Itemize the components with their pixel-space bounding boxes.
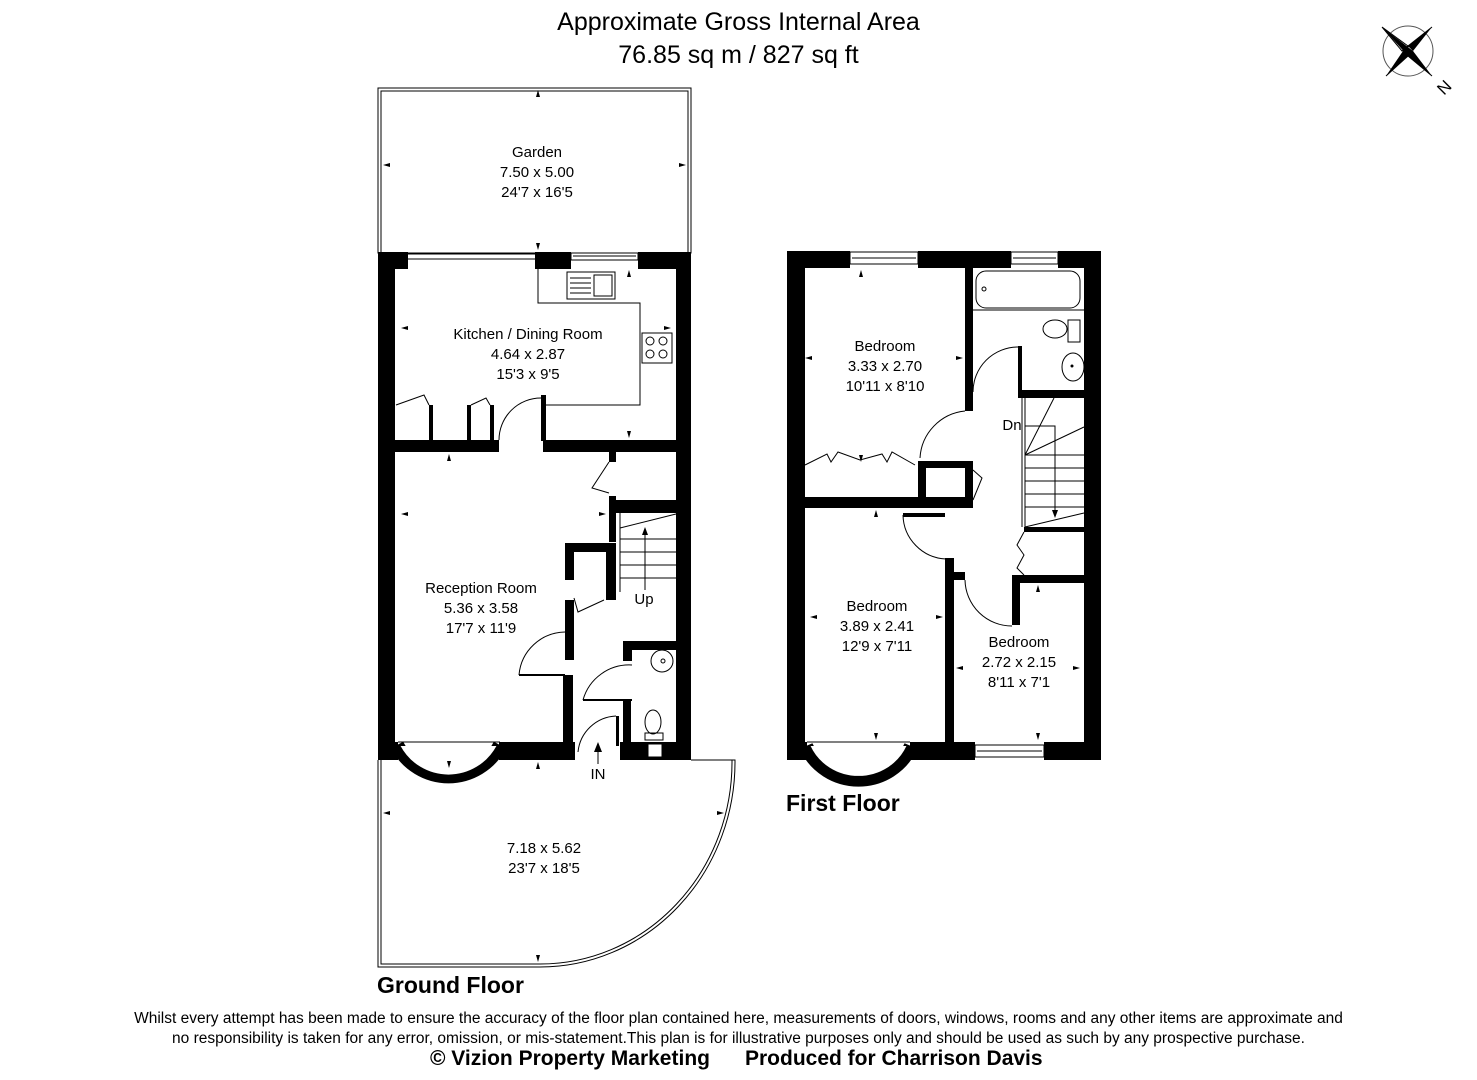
produced-for-credit: Produced for Charrison Davis [745,1047,1043,1070]
room-imperial: 24'7 x 16'5 [501,184,573,201]
first-floor-plan [787,251,1101,787]
room-name: Kitchen / Dining Room [453,326,603,343]
room-name: Bedroom [988,634,1050,651]
room-imperial: 23'7 x 18'5 [508,860,580,877]
room-label-front-garden: 7.18 x 5.62 23'7 x 18'5 [507,839,581,879]
room-imperial: 10'11 x 8'10 [845,378,925,395]
room-label-bedroom-1: Bedroom 3.33 x 2.70 10'11 x 8'10 [846,337,925,397]
room-imperial: 15'3 x 9'5 [496,366,560,383]
stairs-up-label: Up [634,591,654,608]
room-metric: 4.64 x 2.87 [490,346,566,363]
room-imperial: 8'11 x 7'1 [987,674,1051,691]
room-metric: 7.50 x 5.00 [499,164,575,181]
room-metric: 5.36 x 3.58 [443,600,519,617]
copyright-credit: © Vizion Property Marketing [430,1047,710,1070]
room-imperial: 12'9 x 7'11 [841,638,913,655]
room-imperial: 17'7 x 11'9 [445,620,517,637]
disclaimer-line-2: no responsibility is taken for any error… [172,1030,1305,1047]
north-compass-icon: N [1381,25,1456,99]
room-name: Reception Room [425,580,537,597]
room-name: Bedroom [854,338,916,355]
svg-text:N: N [1433,77,1455,99]
ground-floor-plan [377,87,736,968]
room-name: Bedroom [846,598,908,615]
room-metric: 3.33 x 2.70 [847,358,923,375]
room-metric: 3.89 x 2.41 [839,618,915,635]
room-metric: 7.18 x 5.62 [506,840,582,857]
entrance-label: IN [590,766,606,783]
plan-title: Approximate Gross Internal Area [557,8,920,36]
room-label-reception: Reception Room 5.36 x 3.58 17'7 x 11'9 [425,579,537,639]
room-metric: 2.72 x 2.15 [981,654,1057,671]
room-label-garden: Garden 7.50 x 5.00 24'7 x 16'5 [500,143,574,203]
ground-floor-title: Ground Floor [377,972,524,998]
room-label-kitchen-dining: Kitchen / Dining Room 4.64 x 2.87 15'3 x… [453,325,602,385]
room-label-bedroom-3: Bedroom 2.72 x 2.15 8'11 x 7'1 [982,633,1056,693]
room-name: Garden [511,144,563,161]
first-floor-title: First Floor [786,790,900,816]
disclaimer-line-1: Whilst every attempt has been made to en… [134,1010,1343,1027]
gross-area: 76.85 sq m / 827 sq ft [618,41,859,69]
room-label-bedroom-2: Bedroom 3.89 x 2.41 12'9 x 7'11 [840,597,914,657]
stairs-down-label: Dn [1002,417,1022,434]
